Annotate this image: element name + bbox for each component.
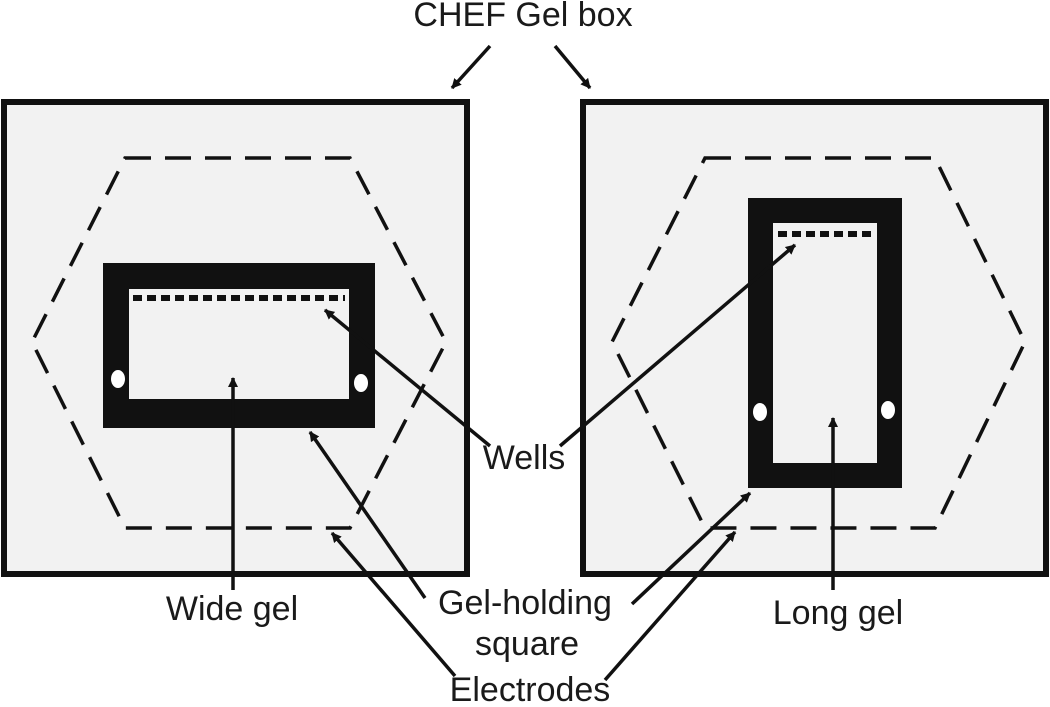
label-chef-gel-box: CHEF Gel box: [413, 0, 632, 34]
label-gel-holding-line1: Gel-holding: [438, 584, 612, 622]
wide-frame-hole-left: [111, 370, 125, 388]
arrow-electrodes-left: [330, 531, 457, 678]
right-electrodes-hexagon: [610, 156, 1027, 530]
arrow-gel-holding-left: [308, 431, 427, 599]
label-electrodes: Electrodes: [450, 671, 611, 707]
arrow-electrodes-right: [603, 530, 737, 682]
arrows: [228, 44, 838, 682]
left-gel-box: [1, 99, 470, 577]
label-long-gel: Long gel: [773, 594, 903, 632]
right-box-outline: [580, 99, 1049, 577]
arrow-gel-holding-right: [630, 491, 752, 606]
long-frame-hole-left: [753, 403, 767, 421]
arrow-gel-box-right: [553, 44, 592, 90]
wide-frame-hole-right: [354, 374, 368, 392]
label-wide-gel: Wide gel: [166, 590, 298, 628]
arrow-gel-box-left: [450, 44, 492, 90]
long-frame-hole-right: [881, 401, 895, 419]
wide-gel: [129, 289, 349, 399]
left-electrodes-hexagon: [30, 156, 448, 530]
label-wells: Wells: [483, 439, 566, 477]
label-gel-holding-line2: square: [475, 625, 579, 663]
arrow-wells-left: [323, 308, 492, 448]
right-gel-box: [580, 99, 1049, 577]
labels: CHEF Gel box Wide gel Long gel Wells Gel…: [166, 0, 903, 707]
arrow-wells-right: [558, 243, 797, 448]
long-gel: [773, 223, 877, 463]
